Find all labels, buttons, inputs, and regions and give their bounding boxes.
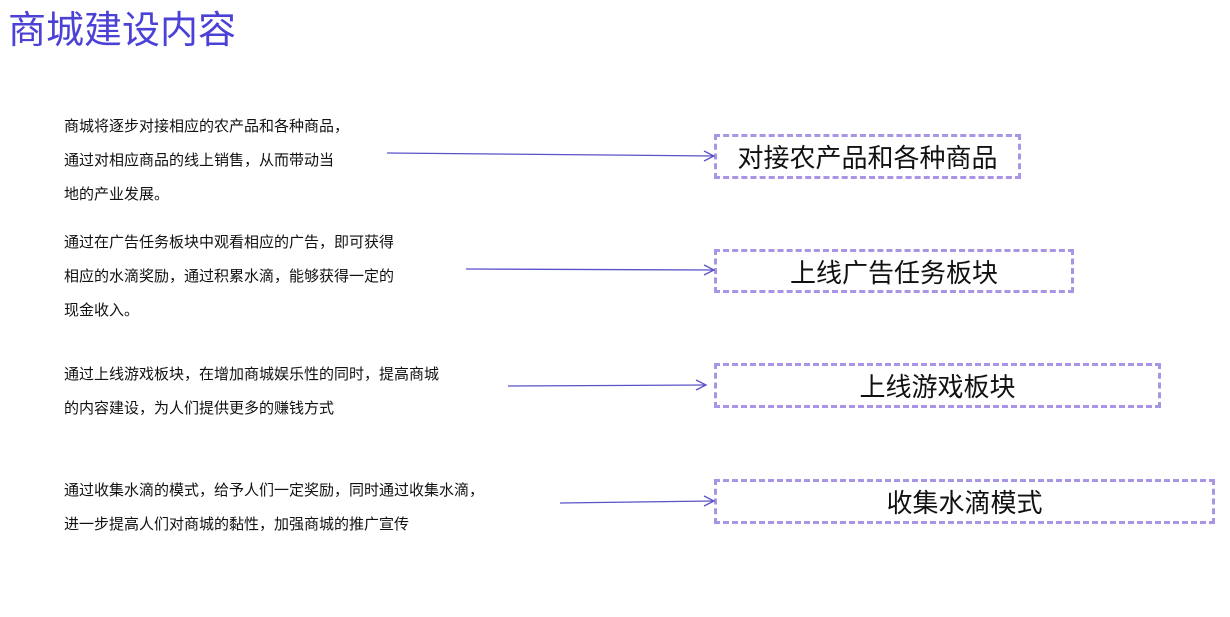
arrowhead-2 [703, 264, 716, 276]
description-block-3: 通过上线游戏板块，在增加商城娱乐性的同时，提高商城 的内容建设，为人们提供更多的… [64, 357, 439, 425]
connector-arrow-2 [465, 268, 715, 271]
tag-box-2: 上线广告任务板块 [714, 249, 1074, 293]
connector-arrow-3 [507, 384, 707, 387]
arrowhead-1 [703, 150, 716, 162]
connector-arrow-4 [559, 500, 715, 504]
description-line: 通过收集水滴的模式，给予人们一定奖励，同时通过收集水滴， [64, 481, 485, 499]
arrowhead-4 [703, 495, 716, 507]
description-line: 进一步提高人们对商城的黏性，加强商城的推广宣传 [64, 515, 410, 533]
tag-box-4: 收集水滴模式 [714, 479, 1215, 524]
tag-box-1: 对接农产品和各种商品 [714, 134, 1021, 179]
description-line: 地的产业发展。 [64, 185, 170, 203]
arrowhead-3 [695, 379, 708, 391]
page-title: 商城建设内容 [8, 8, 237, 52]
description-line: 通过对相应商品的线上销售，从而带动当 [64, 151, 335, 169]
description-line: 商城将逐步对接相应的农产品和各种商品， [64, 117, 350, 135]
description-line: 相应的水滴奖励，通过积累水滴，能够获得一定的 [64, 267, 395, 285]
description-block-2: 通过在广告任务板块中观看相应的广告，即可获得 相应的水滴奖励，通过积累水滴，能够… [64, 225, 394, 327]
description-block-1: 商城将逐步对接相应的农产品和各种商品， 通过对相应商品的线上销售，从而带动当 地… [64, 109, 349, 211]
description-line: 通过上线游戏板块，在增加商城娱乐性的同时，提高商城 [64, 365, 440, 383]
description-line: 通过在广告任务板块中观看相应的广告，即可获得 [64, 233, 395, 251]
description-block-4: 通过收集水滴的模式，给予人们一定奖励，同时通过收集水滴， 进一步提高人们对商城的… [64, 473, 484, 541]
description-line: 的内容建设，为人们提供更多的赚钱方式 [64, 399, 335, 417]
connector-arrow-1 [386, 152, 715, 157]
tag-box-3: 上线游戏板块 [714, 363, 1161, 408]
description-line: 现金收入。 [64, 301, 140, 319]
